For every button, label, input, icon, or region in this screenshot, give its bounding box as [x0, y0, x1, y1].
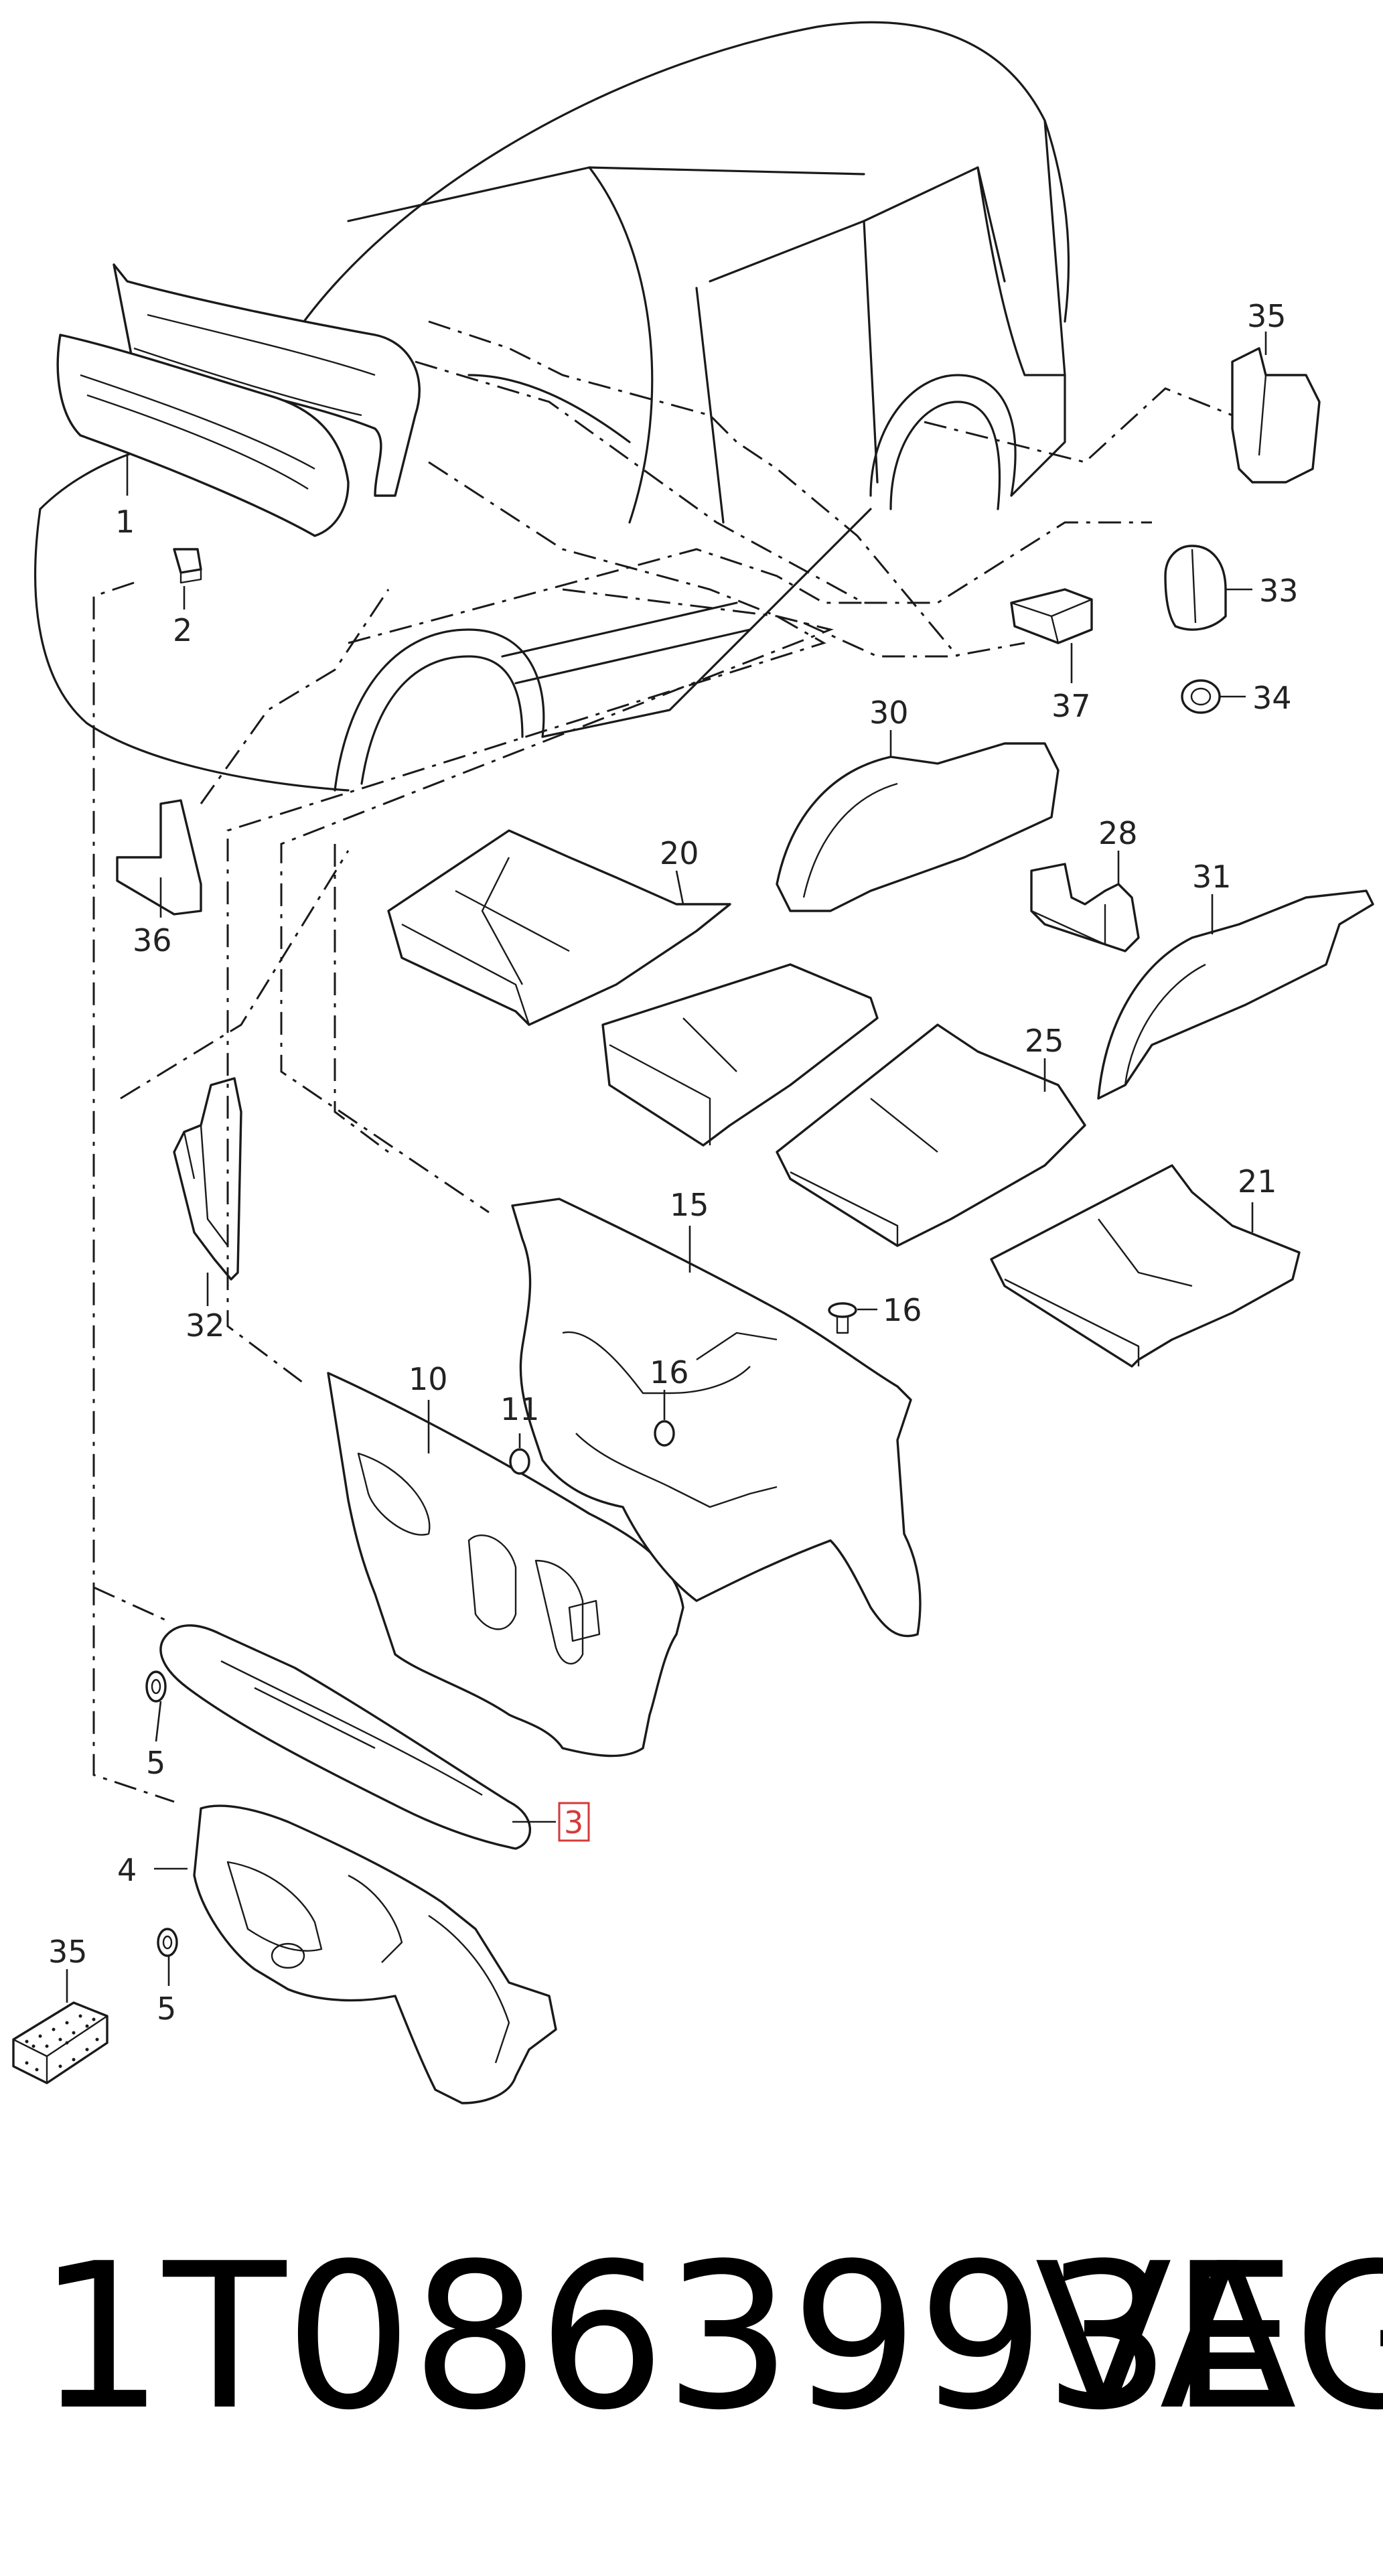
- foam-block-part-35-bottom: [12, 2001, 108, 2084]
- callout-37: 37: [1051, 688, 1091, 724]
- callout-labels: 1 2 36 32 10 11 15 16 16 20 21 25 28 30 …: [48, 298, 1299, 2027]
- clip-part-2: [173, 548, 202, 584]
- pad-part-37: [1010, 588, 1093, 644]
- callout-3-highlight-box: [558, 1802, 590, 1842]
- callout-35-top: 35: [1247, 298, 1287, 334]
- callout-34: 34: [1252, 680, 1292, 716]
- wheelhouse-insulation-part-30: [776, 742, 1060, 912]
- part-number: 1T0863993E: [37, 2220, 1297, 2454]
- brand-name: VAG: [1035, 2220, 1383, 2454]
- rear-floor-insulation-part-21: [990, 1164, 1301, 1368]
- clip-part-16-upper: [828, 1302, 857, 1334]
- callout-5-lower: 5: [157, 1991, 176, 2027]
- callout-5-upper: 5: [146, 1745, 165, 1781]
- nut-part-11: [509, 1448, 530, 1475]
- callout-11: 11: [500, 1391, 540, 1427]
- assembly-dash-lines: [92, 320, 1233, 1803]
- callout-25: 25: [1025, 1023, 1064, 1059]
- side-insulation-part-32: [173, 1077, 242, 1281]
- insulation-part-3: [159, 1624, 532, 1850]
- clip-part-16-lower: [654, 1420, 675, 1447]
- cap-part-33: [1164, 545, 1227, 631]
- callout-1: 1: [115, 504, 135, 540]
- callout-16-lower: 16: [650, 1354, 689, 1390]
- grommet-part-34: [1181, 679, 1221, 714]
- callout-31: 31: [1192, 859, 1232, 895]
- callout-32: 32: [186, 1307, 225, 1344]
- callout-3: 3: [564, 1804, 583, 1841]
- floor-insulation-part-25-upper: [601, 963, 879, 1147]
- callout-15: 15: [670, 1187, 709, 1223]
- dash-insulation-part-4: [193, 1804, 557, 2104]
- callout-21: 21: [1238, 1163, 1277, 1200]
- foam-texture: [25, 2014, 99, 2072]
- leader-lines: [66, 332, 1267, 2003]
- callout-28: 28: [1098, 815, 1138, 851]
- hood-insulation-part-1: [56, 263, 421, 537]
- fastener-part-5-upper: [145, 1670, 167, 1703]
- callout-16-upper: 16: [883, 1292, 922, 1328]
- rear-wheelhouse-insulation-part-31: [1097, 889, 1374, 1100]
- callout-20: 20: [660, 835, 699, 871]
- callout-30: 30: [869, 695, 909, 731]
- bulkhead-insulation-part-10: [327, 1372, 684, 1758]
- callout-10: 10: [409, 1361, 448, 1397]
- bracket-part-36: [116, 799, 202, 916]
- car-body-outline: [34, 21, 1070, 792]
- callout-36: 36: [133, 922, 172, 958]
- callout-33: 33: [1259, 573, 1299, 609]
- block-part-28: [1030, 863, 1140, 952]
- callout-2: 2: [173, 612, 192, 648]
- callout-35-bottom: 35: [48, 1934, 88, 1970]
- fastener-part-5-lower: [157, 1928, 178, 1957]
- callout-4: 4: [117, 1852, 137, 1888]
- floor-insulation-part-20: [387, 829, 731, 1026]
- firewall-insulation-part-15: [511, 1198, 922, 1638]
- insulation-piece-part-35-top: [1231, 347, 1321, 484]
- floor-insulation-part-25: [776, 1023, 1086, 1247]
